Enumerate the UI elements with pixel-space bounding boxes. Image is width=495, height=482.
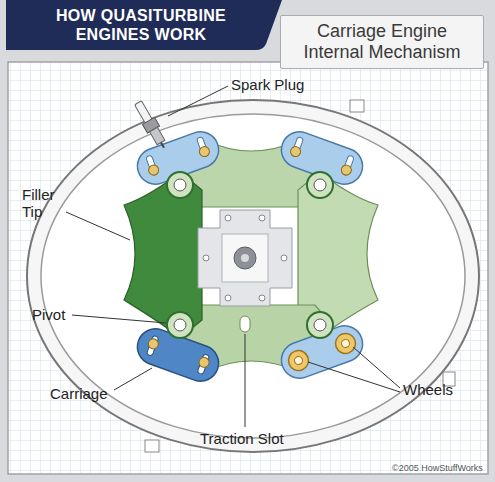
leader-line <box>353 347 400 388</box>
wheel-hub <box>340 338 350 348</box>
pivot <box>307 172 333 198</box>
spark-plug <box>132 99 170 151</box>
bolt <box>225 215 231 221</box>
pivot-pin <box>174 179 186 191</box>
title-box: Carriage Engine Internal Mechanism <box>280 15 484 69</box>
traction-slot <box>240 316 250 332</box>
pivot <box>167 312 193 338</box>
grid <box>9 63 487 473</box>
housing-bore <box>41 114 465 438</box>
pivot <box>307 312 333 338</box>
pivot-pin <box>174 319 186 331</box>
leader-line <box>308 362 400 392</box>
port <box>145 440 159 452</box>
port <box>350 100 364 112</box>
bolt <box>281 255 287 261</box>
wheel <box>286 348 312 374</box>
hub-hole <box>241 254 249 262</box>
part-label: Spark Plug <box>231 76 304 93</box>
pivot-pin <box>314 319 326 331</box>
carriage-slot <box>146 335 158 356</box>
leader-line <box>168 86 228 116</box>
leader-lines <box>66 86 400 427</box>
title: HOW QUASITURBINE ENGINES WORK <box>38 6 244 44</box>
pivot <box>167 172 193 198</box>
bolt <box>225 295 231 301</box>
bolt <box>259 215 265 221</box>
part-label: Traction Slot <box>200 430 284 447</box>
carriage-slot <box>197 354 209 375</box>
wheel <box>198 356 211 369</box>
part-label: Filler Tip <box>22 186 68 220</box>
leader-line <box>66 212 130 240</box>
wheel-hub <box>293 355 303 365</box>
plug-thread <box>150 127 165 144</box>
box-text: Carriage Engine Internal Mechanism <box>289 21 475 63</box>
leader-line <box>114 368 152 390</box>
copyright: ©2005 HowStuffWorks <box>392 463 483 474</box>
pivot-pin <box>314 179 326 191</box>
title-tab <box>6 0 282 50</box>
panel <box>8 62 488 474</box>
plug-electrode <box>161 143 164 148</box>
pivots <box>167 172 333 338</box>
bolt <box>259 295 265 301</box>
hub <box>234 247 256 269</box>
wheel <box>147 164 160 177</box>
wheel <box>147 337 160 350</box>
wheel <box>198 145 211 158</box>
part-label: Carriage <box>50 385 108 402</box>
cross-plate <box>198 210 292 306</box>
centre-plate <box>198 210 292 306</box>
plate-centre <box>222 234 268 282</box>
part-label: Wheels <box>403 381 453 398</box>
part-label: Pivot <box>32 306 65 323</box>
leader-line <box>245 334 246 427</box>
housing <box>27 100 479 452</box>
wheel <box>333 331 359 357</box>
wheel <box>289 145 302 158</box>
filler-tip-blade <box>124 172 202 338</box>
bolt <box>203 255 209 261</box>
wheel <box>340 164 353 177</box>
leader-line <box>72 315 166 323</box>
